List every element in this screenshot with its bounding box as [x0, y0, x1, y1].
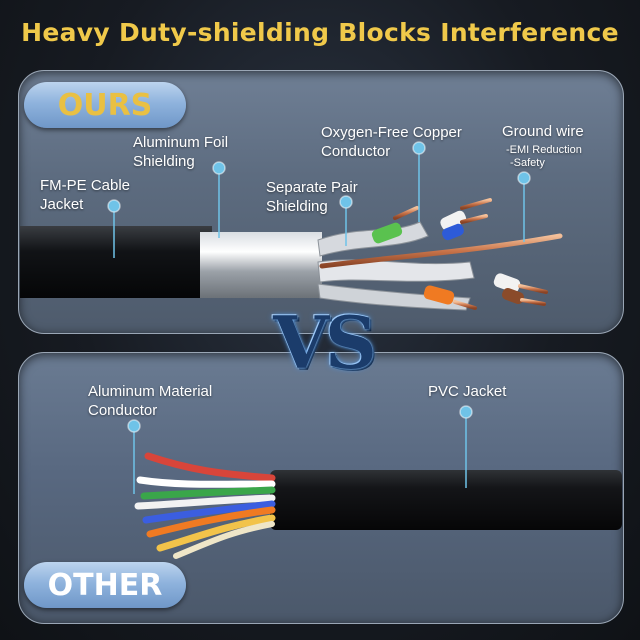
other-cable: [134, 452, 622, 559]
dot-ground: [517, 171, 531, 185]
label-cable-jacket: FM-PE Cable Jacket: [40, 177, 131, 213]
dot-aluminum: [127, 419, 141, 433]
dot-jacket: [107, 199, 121, 213]
label-separate-pair: Separate Pair Shielding: [266, 179, 358, 215]
label-aluminum-foil: Aluminum Foil Shielding: [133, 134, 229, 170]
ours-cable-foil: [200, 232, 322, 298]
ours-cable-jacket: [20, 226, 212, 298]
label-ground-notes: -EMI Reduction -Safety: [506, 144, 582, 169]
ours-conductors: [371, 198, 548, 310]
dot-foil: [212, 161, 226, 175]
dot-pair: [339, 195, 353, 209]
other-cable-jacket: [270, 470, 622, 530]
ground-wire: [319, 233, 563, 269]
dot-copper: [412, 141, 426, 155]
ours-badge: OURS: [24, 82, 186, 128]
label-ground-wire: Ground wire: [502, 123, 584, 140]
dot-pvc: [459, 405, 473, 419]
vs-text: VS: [273, 300, 377, 385]
label-aluminum-conductor: Aluminum Material Conductor: [88, 383, 213, 419]
other-badge: OTHER: [24, 562, 186, 608]
ours-cable: [20, 198, 563, 311]
other-conductors: [134, 452, 276, 559]
page-title: Heavy Duty-shielding Blocks Interference: [21, 18, 619, 47]
label-copper-conductor: Oxygen-Free Copper Conductor: [321, 124, 462, 160]
label-pvc-jacket: PVC Jacket: [428, 383, 507, 400]
